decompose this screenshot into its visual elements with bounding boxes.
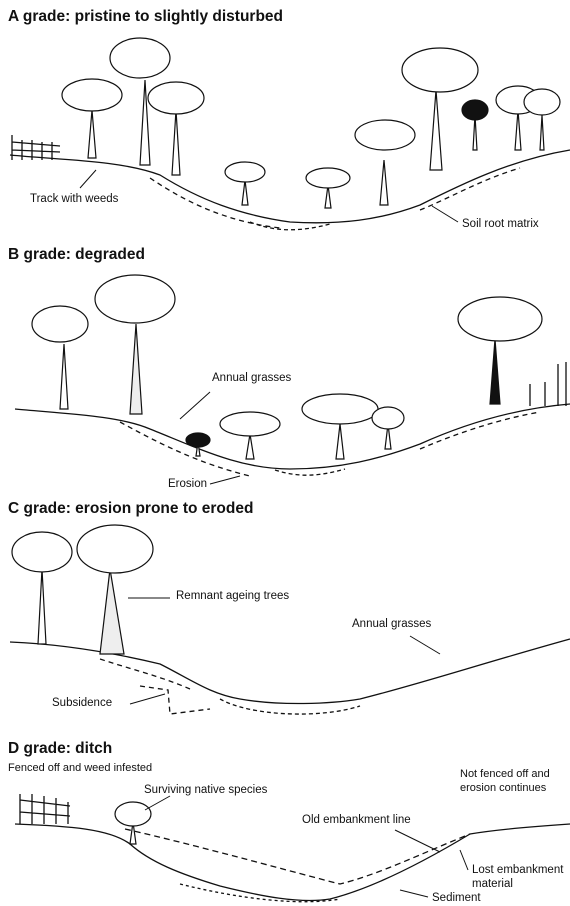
panel-d: D grade: ditch Fenced off and weed infes…	[0, 734, 570, 906]
panel-a: A grade: pristine to slightly disturbed	[0, 0, 570, 250]
panel-b-channel	[275, 469, 345, 475]
panel-c-label-grasses: Annual grasses	[352, 618, 431, 630]
panel-c-ground-line	[10, 639, 570, 704]
panel-b-label-grasses: Annual grasses	[212, 372, 291, 384]
panel-a-trees	[62, 38, 560, 208]
panel-d-label-embankment: Old embankment line	[302, 814, 411, 826]
panel-d-label-lost-2: material	[472, 878, 513, 890]
panel-c: C grade: erosion prone to eroded Remnant…	[0, 494, 570, 734]
panel-c-label-subsidence: Subsidence	[52, 697, 112, 709]
panel-b-grasses-arrow	[180, 392, 210, 419]
panel-a-illustration	[0, 0, 570, 250]
panel-a-label-soil: Soil root matrix	[462, 218, 539, 230]
panel-d-native-arrow	[145, 796, 170, 810]
panel-a-ground-line	[10, 150, 570, 223]
panel-b-fence	[530, 362, 566, 406]
panel-b-illustration	[0, 244, 570, 494]
panel-d-label-lost-1: Lost embankment	[472, 864, 563, 876]
panel-d-sediment-arrow	[400, 890, 428, 897]
panel-b: B grade: degraded Annual grasses Erosion	[0, 244, 570, 494]
panel-c-grasses-arrow	[410, 636, 440, 654]
panel-c-trees	[12, 525, 153, 654]
panel-d-fence	[20, 794, 70, 824]
panel-d-old-embankment	[125, 829, 470, 884]
panel-a-label-track: Track with weeds	[30, 193, 118, 205]
panel-c-subsidence-arrow	[130, 694, 165, 704]
panel-d-label-native: Surviving native species	[144, 784, 267, 796]
panel-c-label-trees: Remnant ageing trees	[176, 590, 289, 602]
panel-d-label-sediment: Sediment	[432, 892, 481, 904]
panel-d-lost-arrow	[460, 850, 468, 870]
panel-a-soil-arrow	[432, 206, 458, 222]
panel-b-erosion-arrow	[210, 476, 240, 484]
panel-d-embankment-arrow	[395, 830, 440, 852]
panel-b-label-erosion: Erosion	[168, 478, 207, 490]
panel-a-track-arrow	[80, 170, 96, 188]
panel-b-ground-line	[15, 404, 570, 469]
panel-d-sediment	[180, 884, 340, 902]
